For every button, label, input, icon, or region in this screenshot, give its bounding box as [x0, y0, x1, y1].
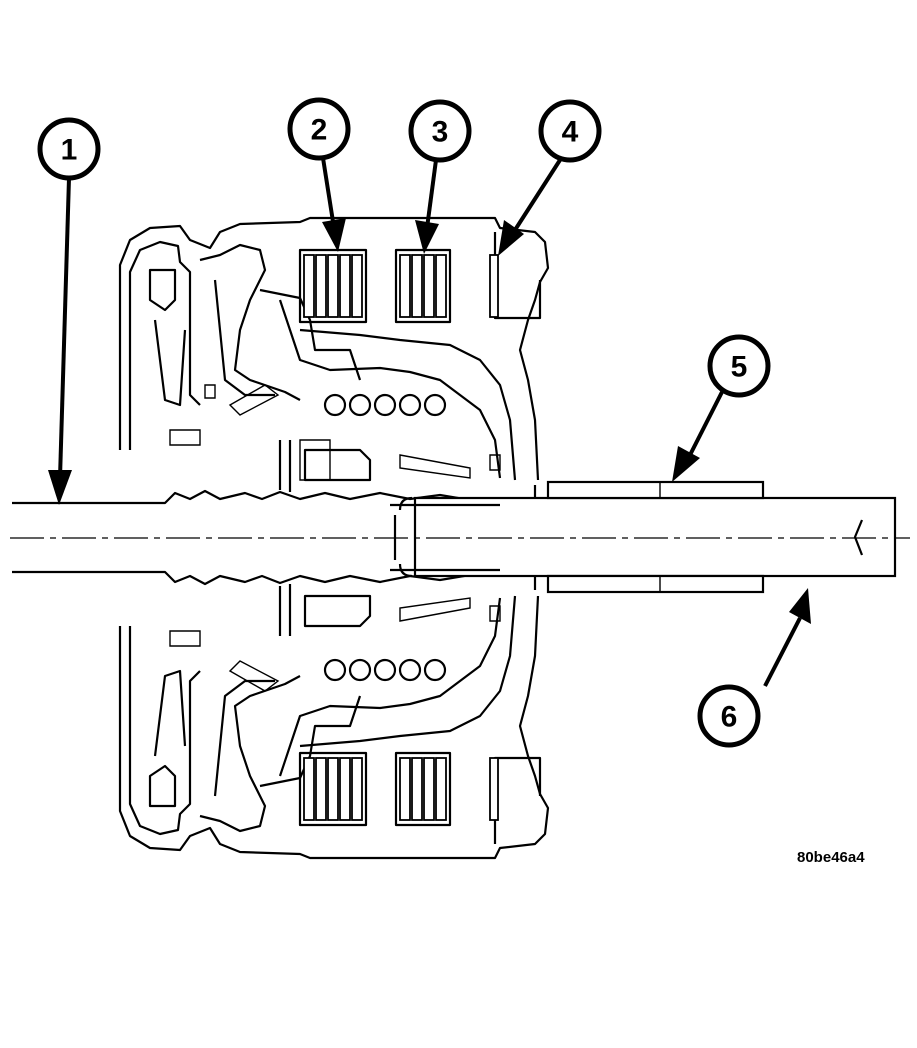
callout-4-label: 4 [562, 116, 579, 149]
housing-upper [118, 216, 550, 492]
leader-5 [672, 391, 724, 482]
callout-4: 4 [538, 99, 602, 163]
callout-6: 6 [697, 684, 761, 748]
callout-6-label: 6 [721, 701, 738, 734]
housing-lower [118, 584, 550, 860]
callout-5-label: 5 [731, 351, 748, 384]
return-springs-upper [323, 393, 447, 417]
callout-3: 3 [408, 99, 472, 163]
callout-2-label: 2 [311, 114, 328, 147]
snap-ring-upper [489, 254, 499, 318]
clutch-pack-2-lower [298, 751, 368, 827]
callout-1: 1 [37, 117, 101, 181]
leader-4 [498, 158, 562, 256]
leader-2 [321, 157, 346, 252]
callout-3-label: 3 [432, 116, 449, 149]
figure-id: 80be46a4 [797, 849, 865, 866]
return-springs-lower [323, 658, 447, 682]
clutch-pack-2-upper [298, 248, 368, 324]
callout-2: 2 [287, 97, 351, 161]
output-sleeve [533, 480, 765, 594]
leader-3 [415, 159, 439, 254]
output-shaft [390, 496, 897, 578]
leader-1 [48, 177, 72, 505]
snap-ring-lower [489, 757, 499, 821]
clutch-pack-3-lower [394, 751, 452, 827]
callout-5: 5 [707, 334, 771, 398]
clutch-pack-3-upper [394, 248, 452, 324]
callout-1-label: 1 [61, 134, 78, 167]
leader-6 [763, 588, 811, 687]
